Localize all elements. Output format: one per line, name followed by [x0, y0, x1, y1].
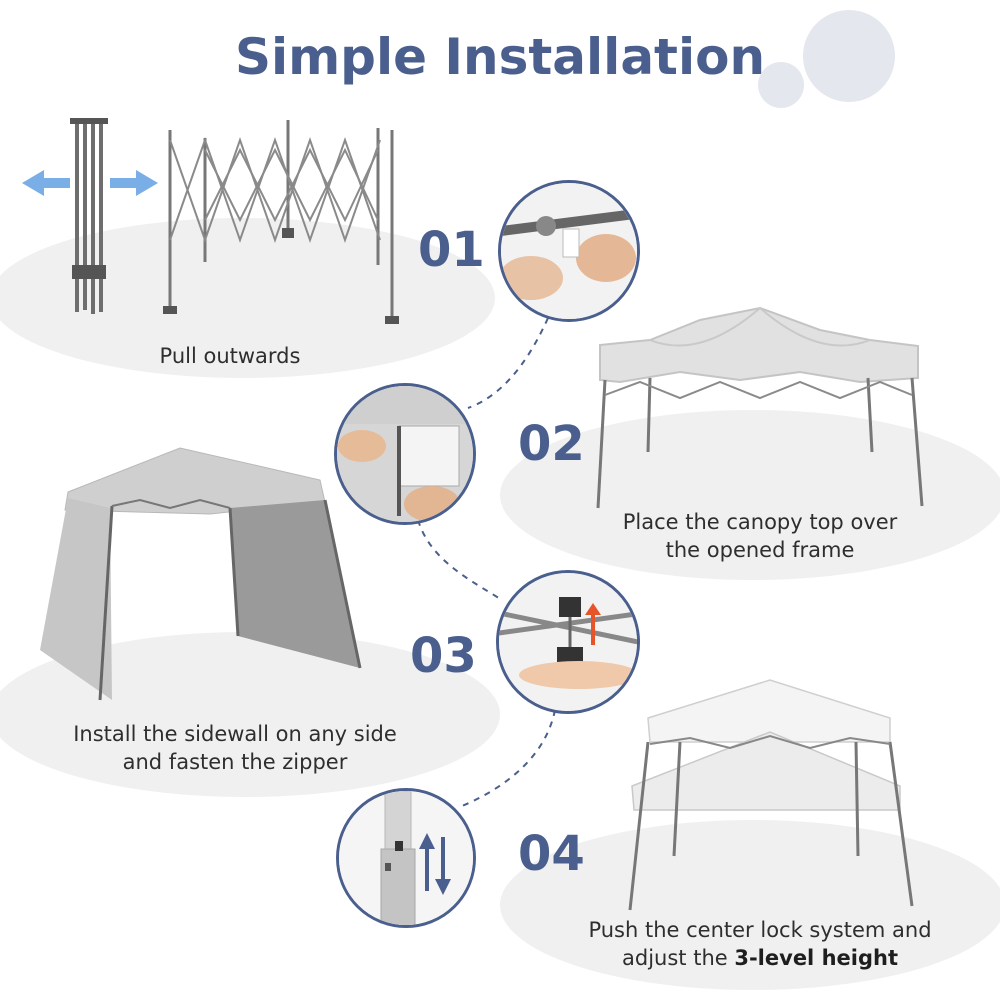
step4-caption-bold: 3-level height — [734, 946, 898, 970]
lift-arrow-icon — [585, 603, 601, 615]
step2-caption-line1: Place the canopy top over — [622, 510, 898, 534]
step4-background — [500, 820, 1000, 990]
step1-caption: Pull outwards — [159, 344, 301, 368]
step1-detail-circle — [498, 180, 640, 322]
up-down-arrows-icon — [419, 833, 451, 895]
hands-velcro-illustration — [501, 183, 637, 319]
step3-caption-line1: Install the sidewall on any side — [73, 722, 397, 746]
leg-detail-circle — [336, 788, 476, 928]
step2-number: 02 — [518, 416, 585, 472]
step4-caption-prefix: adjust the — [622, 946, 735, 970]
decor-circle-small — [758, 62, 804, 108]
zipper-detail-circle — [334, 383, 476, 525]
step1-background — [0, 218, 495, 378]
step3-number: 03 — [410, 628, 477, 684]
page-title: Simple Installation — [234, 28, 766, 86]
decor-circle-large — [803, 10, 895, 102]
telescoping-leg-illustration — [339, 791, 473, 925]
center-lock-detail-circle — [496, 570, 640, 714]
step4-number: 04 — [518, 826, 585, 882]
step4-caption-line1: Push the center lock system and — [588, 918, 932, 942]
step1-number: 01 — [418, 222, 485, 278]
step2-caption-line2: the opened frame — [665, 538, 855, 562]
step4-caption-line2: adjust the 3-level height — [560, 944, 960, 972]
step3-caption-line2: and fasten the zipper — [122, 750, 348, 774]
center-lock-illustration — [499, 573, 637, 711]
